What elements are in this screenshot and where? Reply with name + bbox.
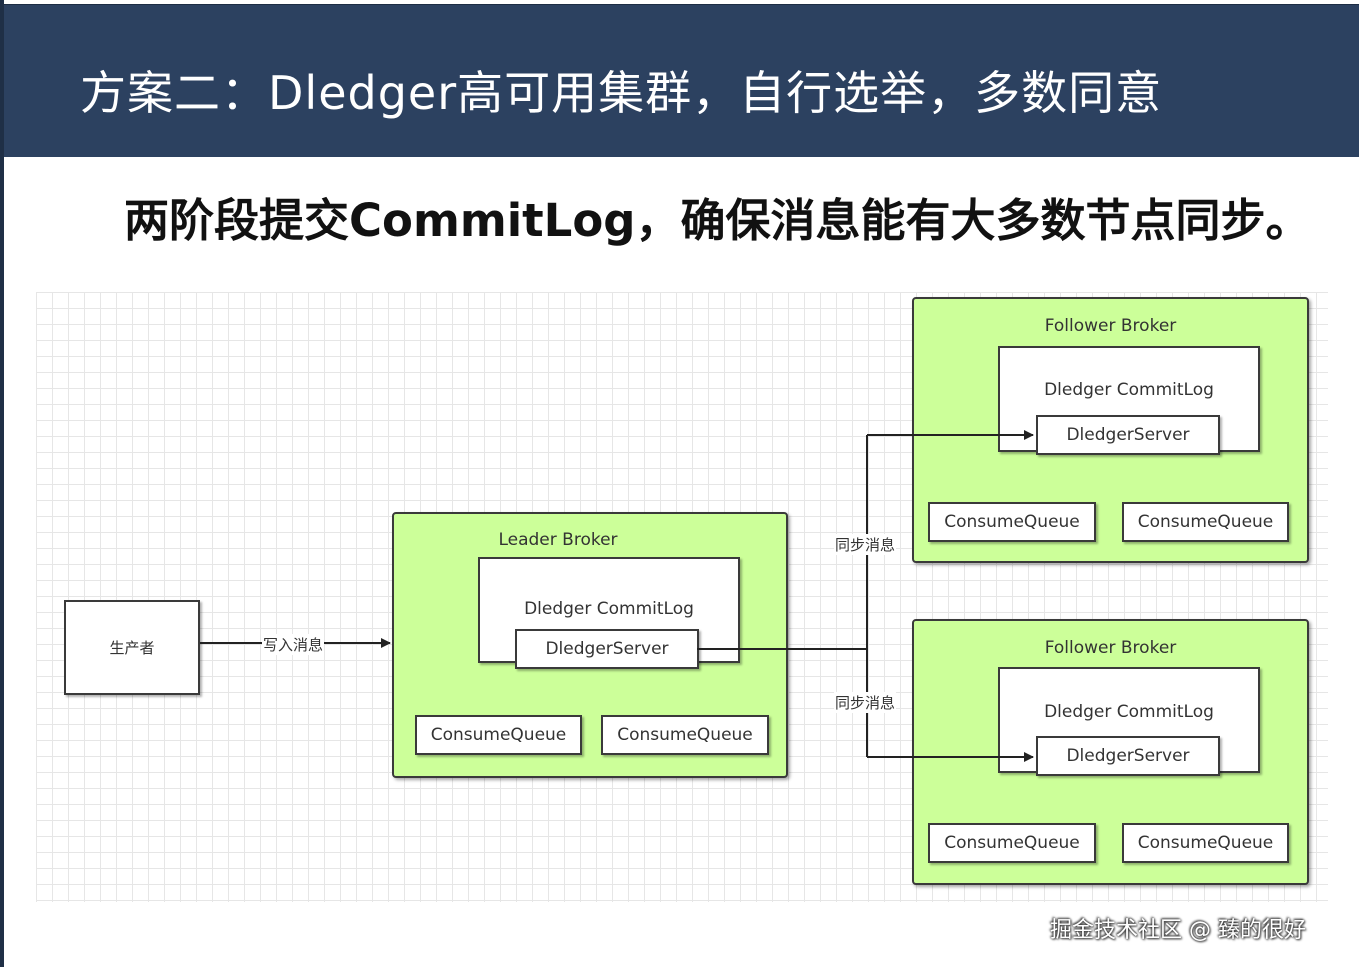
- leader-broker-title: Leader Broker: [498, 530, 618, 550]
- follower-1-commitlog-label: Dledger CommitLog: [1044, 380, 1214, 400]
- leader-commitlog-label: Dledger CommitLog: [524, 599, 694, 619]
- follower-1-consume-queue-1-label: ConsumeQueue: [944, 512, 1080, 532]
- follower-2-dledger-server: DledgerServer: [1036, 736, 1220, 776]
- leader-consume-queue-2-label: ConsumeQueue: [617, 725, 753, 745]
- producer-label: 生产者: [109, 639, 155, 657]
- slide-header: 方案二：Dledger高可用集群，自行选举，多数同意: [4, 4, 1359, 157]
- follower-2-dledger-server-label: DledgerServer: [1066, 746, 1190, 766]
- follower-broker-1: Follower Broker Dledger CommitLog Dledge…: [912, 297, 1309, 563]
- follower-2-consume-queue-2-label: ConsumeQueue: [1137, 833, 1274, 853]
- sync-message-label-1: 同步消息: [834, 534, 897, 555]
- write-message-label: 写入消息: [262, 634, 325, 655]
- slide-title: 方案二：Dledger高可用集群，自行选举，多数同意: [80, 66, 1163, 120]
- watermark: 掘金技术社区 @ 臻的很好: [1050, 918, 1306, 943]
- slide-edge: [0, 0, 4, 967]
- sync-message-label-2: 同步消息: [834, 692, 897, 713]
- follower-1-dledger-server: DledgerServer: [1036, 415, 1220, 455]
- follower-1-dledger-server-label: DledgerServer: [1066, 425, 1190, 445]
- follower-1-consume-queue-2: ConsumeQueue: [1122, 502, 1289, 542]
- producer-node: 生产者: [64, 600, 200, 695]
- follower-1-consume-queue-2-label: ConsumeQueue: [1137, 512, 1274, 532]
- leader-consume-queue-1: ConsumeQueue: [415, 715, 582, 755]
- follower-2-consume-queue-1: ConsumeQueue: [928, 823, 1096, 863]
- follower-broker-2-title: Follower Broker: [1044, 638, 1177, 658]
- leader-dledger-server-label: DledgerServer: [545, 639, 669, 659]
- slide-subtitle: 两阶段提交CommitLog，确保消息能有大多数节点同步。: [124, 194, 1311, 247]
- follower-2-consume-queue-2: ConsumeQueue: [1122, 823, 1289, 863]
- follower-broker-1-title: Follower Broker: [1044, 316, 1177, 336]
- follower-2-commitlog-label: Dledger CommitLog: [1044, 702, 1214, 722]
- leader-consume-queue-2: ConsumeQueue: [601, 715, 769, 755]
- leader-broker: Leader Broker Dledger CommitLog DledgerS…: [392, 512, 788, 778]
- follower-1-consume-queue-1: ConsumeQueue: [928, 502, 1096, 542]
- leader-consume-queue-1-label: ConsumeQueue: [430, 725, 567, 745]
- follower-2-consume-queue-1-label: ConsumeQueue: [944, 833, 1080, 853]
- follower-broker-2: Follower Broker Dledger CommitLog Dledge…: [912, 619, 1309, 885]
- leader-dledger-server: DledgerServer: [515, 629, 699, 669]
